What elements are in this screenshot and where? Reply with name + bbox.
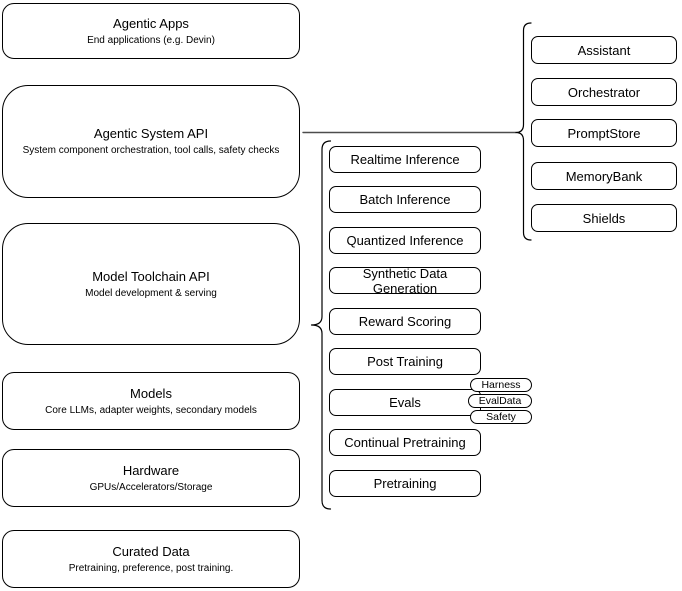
- node-label: Continual Pretraining: [344, 435, 466, 450]
- node-assistant: Assistant: [531, 36, 677, 64]
- node-label: PromptStore: [567, 125, 641, 141]
- node-title: Model Toolchain API: [92, 268, 210, 284]
- node-label: MemoryBank: [565, 168, 643, 184]
- node-synthetic-data-generation: Synthetic Data Generation: [329, 265, 481, 296]
- pill-label: Harness: [481, 379, 521, 391]
- node-label: Assistant: [577, 42, 631, 58]
- node-label: Batch Inference: [359, 192, 451, 207]
- node-pretraining: Pretraining: [329, 470, 481, 497]
- node-subtitle: System component orchestration, tool cal…: [22, 145, 280, 156]
- node-hardware: Hardware GPUs/Accelerators/Storage: [2, 449, 300, 507]
- pill-harness: Harness: [470, 378, 532, 392]
- node-label: Shields: [582, 210, 626, 226]
- node-orchestrator: Orchestrator: [531, 78, 677, 106]
- node-curated-data: Curated Data Pretraining, preference, po…: [2, 530, 300, 588]
- node-label: Quantized Inference: [346, 233, 464, 248]
- pill-safety: Safety: [470, 410, 532, 424]
- node-subtitle: End applications (e.g. Devin): [87, 34, 215, 46]
- node-label: Post Training: [367, 354, 443, 369]
- node-label: Pretraining: [373, 476, 437, 491]
- node-subtitle: Core LLMs, adapter weights, secondary mo…: [45, 404, 257, 416]
- pill-label: EvalData: [478, 395, 522, 407]
- node-subtitle: Pretraining, preference, post training.: [68, 562, 234, 574]
- node-agentic-system-api: Agentic System API System component orch…: [2, 85, 300, 198]
- node-label: Synthetic Data Generation: [362, 265, 448, 296]
- node-continual-pretraining: Continual Pretraining: [329, 429, 481, 456]
- node-label: Realtime Inference: [350, 152, 460, 167]
- node-label: Reward Scoring: [358, 314, 452, 329]
- brace-toolchain-components: [310, 140, 332, 510]
- node-reward-scoring: Reward Scoring: [329, 308, 481, 335]
- node-realtime-inference: Realtime Inference: [329, 146, 481, 173]
- pill-label: Safety: [486, 411, 516, 423]
- node-batch-inference: Batch Inference: [329, 186, 481, 213]
- node-memorybank: MemoryBank: [531, 162, 677, 190]
- node-label: Orchestrator: [567, 84, 641, 100]
- node-evals: Evals: [329, 389, 481, 416]
- node-title: Curated Data: [112, 543, 190, 559]
- node-promptstore: PromptStore: [531, 119, 677, 147]
- node-quantized-inference: Quantized Inference: [329, 227, 481, 254]
- node-label: Evals: [389, 395, 421, 410]
- node-title: Models: [130, 385, 172, 401]
- node-post-training: Post Training: [329, 348, 481, 375]
- node-subtitle: Model development & serving: [85, 287, 217, 299]
- node-title: Agentic System API: [93, 126, 209, 141]
- pill-evaldata: EvalData: [468, 394, 532, 408]
- node-models: Models Core LLMs, adapter weights, secon…: [2, 372, 300, 430]
- node-agentic-apps: Agentic Apps End applications (e.g. Devi…: [2, 3, 300, 59]
- node-title: Agentic Apps: [113, 15, 189, 31]
- node-title: Hardware: [122, 462, 180, 478]
- node-shields: Shields: [531, 204, 677, 232]
- brace-system-components: [515, 22, 532, 241]
- node-subtitle: GPUs/Accelerators/Storage: [89, 481, 213, 493]
- node-model-toolchain-api: Model Toolchain API Model development & …: [2, 223, 300, 345]
